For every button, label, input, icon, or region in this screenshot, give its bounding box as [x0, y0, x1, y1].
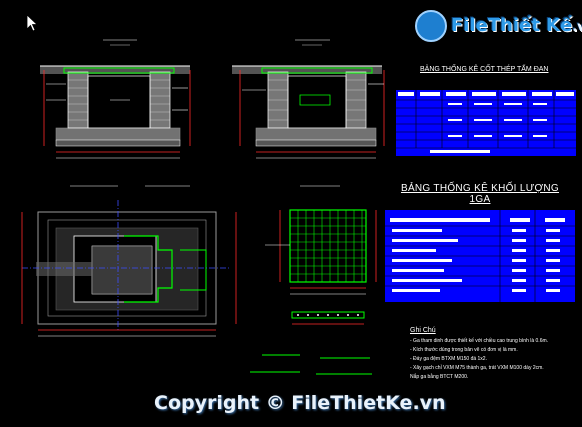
logo-text-main: File [451, 15, 488, 36]
logo-icon [415, 10, 447, 42]
section-1-1 [40, 39, 191, 159]
mass-table [385, 210, 575, 302]
cover-slab-rebar [250, 185, 377, 375]
mouse-cursor-icon [26, 14, 38, 32]
logo-text-accent: Thiết Kế [487, 15, 573, 36]
note-line: - Kích thước dùng trong bản vẽ có đơn vị… [410, 347, 518, 353]
note-line: Nắp ga bằng BTCT M200. [410, 374, 469, 380]
logo-text-tld: .vn [572, 20, 582, 35]
plan-view [21, 185, 237, 337]
steel-table-title: BẢNG THỐNG KÊ CỐT THÉP TẤM ĐAN [420, 66, 549, 73]
note-line: - Xây gạch chỉ VXM M75 thành ga, trát VX… [410, 365, 544, 371]
notes-title: Ghi Chú [410, 327, 436, 334]
section-2-2 [232, 39, 385, 159]
note-line: - Ga tham dinh được thiết kế với chiều c… [410, 338, 549, 344]
note-line: - Đáy ga đệm BTXM M150 đá 1x2. [410, 356, 487, 362]
copyright-watermark: Copyright © FileThietKe.vn [154, 392, 446, 414]
logo-text: FileThiết Kế.vn [451, 15, 582, 36]
notes-list: - Ga tham dinh được thiết kế với chiều c… [410, 337, 548, 382]
watermark-logo: FileThiết Kế.vn [415, 8, 582, 44]
steel-table [396, 90, 576, 156]
mass-table-title: BẢNG THỐNG KÊ KHỐI LƯỢNG 1GA [400, 183, 560, 205]
